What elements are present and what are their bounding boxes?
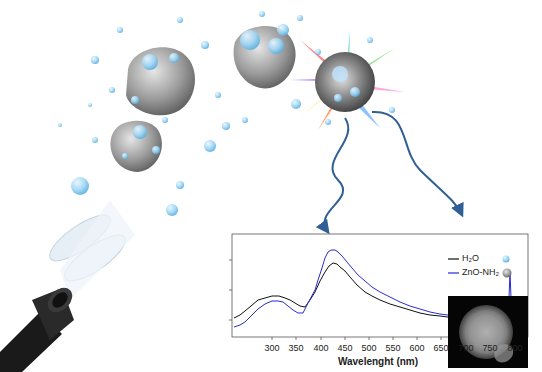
particle <box>110 26 295 172</box>
legend-text: H₂O <box>462 254 479 263</box>
tick-label: 350 <box>288 344 303 353</box>
tick-label: 650 <box>433 344 448 353</box>
tick-label: 750 <box>482 344 497 353</box>
particle-icon <box>503 269 512 278</box>
tick-label: 500 <box>361 344 376 353</box>
tick-label: 400 <box>313 344 328 353</box>
tick-label: 450 <box>337 344 352 353</box>
axis-title: Wavelenght (nm) <box>338 357 418 367</box>
tick-label: 700 <box>458 344 473 353</box>
water-bubbles <box>58 11 395 216</box>
bubble-icon <box>503 256 510 263</box>
imaging-arrow <box>372 112 462 215</box>
lamp <box>0 283 77 372</box>
legend-text: ZnO-NH₂ <box>462 268 499 277</box>
tick-label: 550 <box>385 344 400 353</box>
emission-arrow <box>325 118 349 232</box>
legend-sample <box>448 258 459 259</box>
tick-label: 300 <box>264 344 279 353</box>
tick-label: 800 <box>507 344 522 353</box>
light-beam <box>44 200 135 300</box>
particle <box>315 52 375 112</box>
legend-sample <box>448 272 459 273</box>
microscope-image <box>448 296 528 368</box>
tick-label: 600 <box>409 344 424 353</box>
